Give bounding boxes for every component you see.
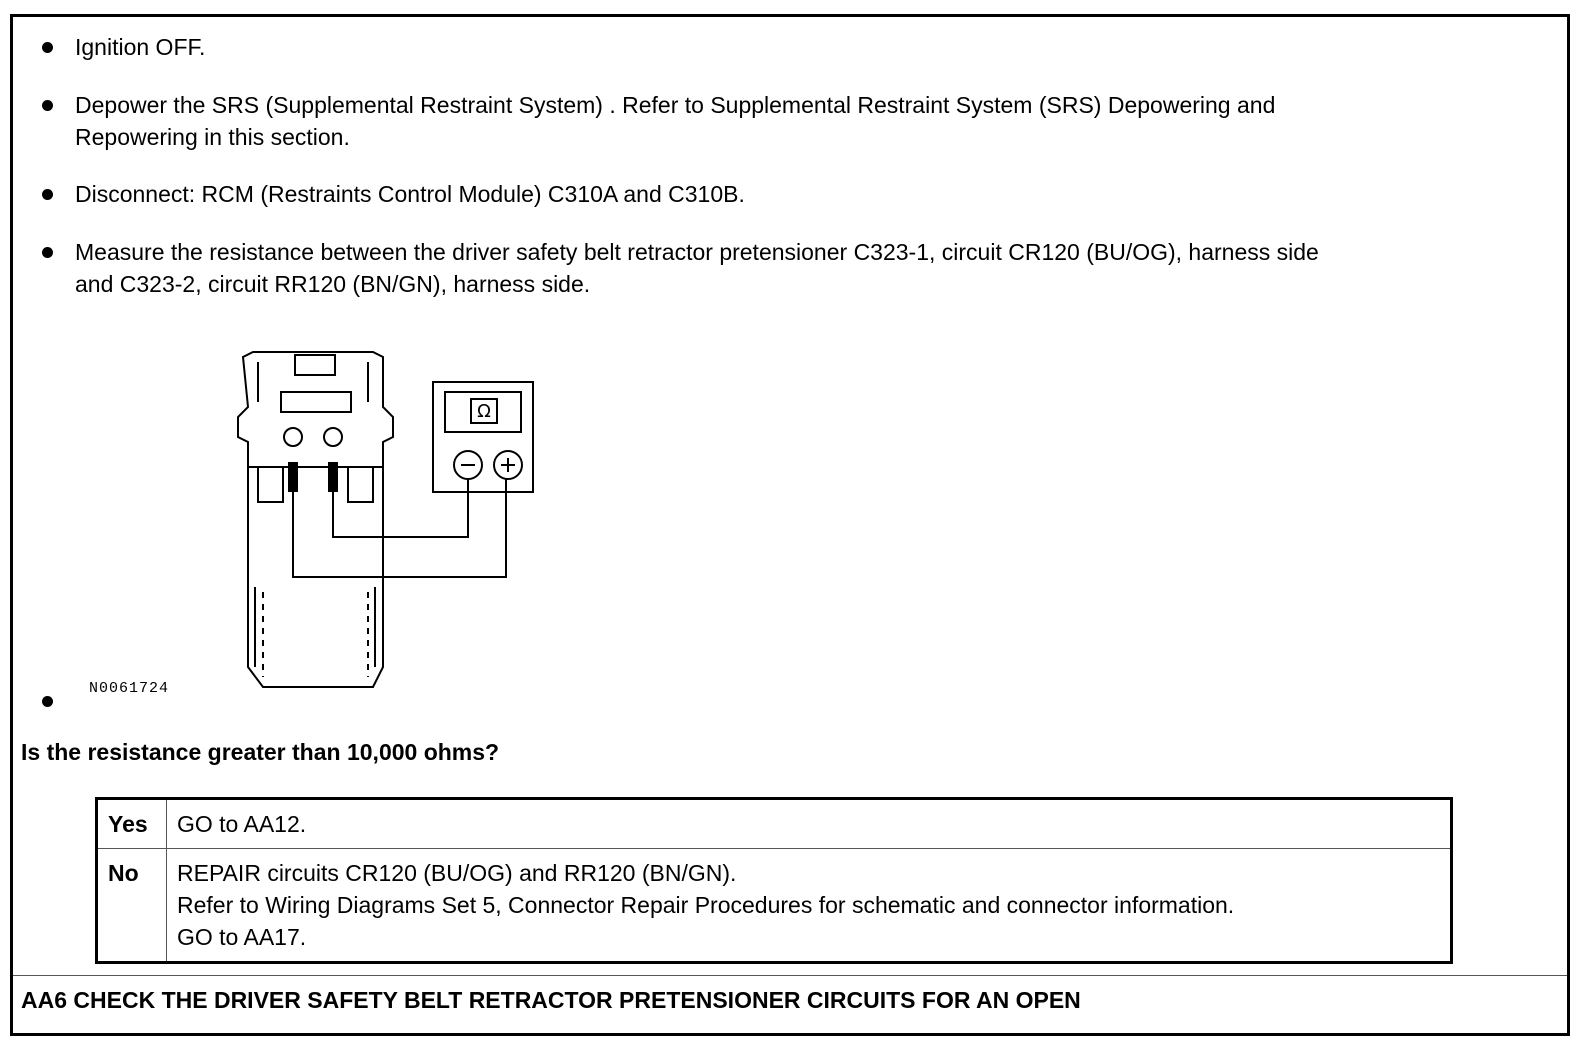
bullet-icon — [42, 696, 53, 707]
bullet-icon — [42, 100, 53, 111]
procedure-frame: Ignition OFF. Depower the SRS (Supplemen… — [10, 14, 1570, 1036]
step-text: Ignition OFF. — [75, 34, 206, 60]
next-step-heading: AA6 CHECK THE DRIVER SAFETY BELT RETRACT… — [21, 987, 1081, 1013]
bullet-icon — [42, 42, 53, 53]
result-key: No — [96, 848, 167, 963]
table-row: No REPAIR circuits CR120 (BU/OG) and RR1… — [96, 848, 1452, 963]
ohmmeter-connector-diagram: Ω — [223, 347, 543, 697]
table-row: Yes GO to AA12. — [96, 798, 1452, 849]
step-text: Measure the resistance between the drive… — [75, 239, 1319, 297]
step-text: Depower the SRS (Supplemental Restraint … — [75, 92, 1276, 150]
connector-diagram-icon: Ω — [237, 351, 534, 688]
figure-label: N0061724 — [89, 680, 170, 697]
section-divider — [13, 975, 1567, 976]
bullet-icon — [42, 247, 53, 258]
result-action: GO to AA12. — [166, 798, 1452, 849]
bullet-icon — [42, 189, 53, 200]
result-action: REPAIR circuits CR120 (BU/OG) and RR120 … — [166, 848, 1452, 963]
result-table: Yes GO to AA12. No REPAIR circuits CR120… — [95, 797, 1453, 964]
step-text: Disconnect: RCM (Restraints Control Modu… — [75, 181, 745, 207]
meter-symbol: Ω — [477, 401, 491, 422]
question-text: Is the resistance greater than 10,000 oh… — [21, 739, 500, 765]
result-key: Yes — [96, 798, 167, 849]
